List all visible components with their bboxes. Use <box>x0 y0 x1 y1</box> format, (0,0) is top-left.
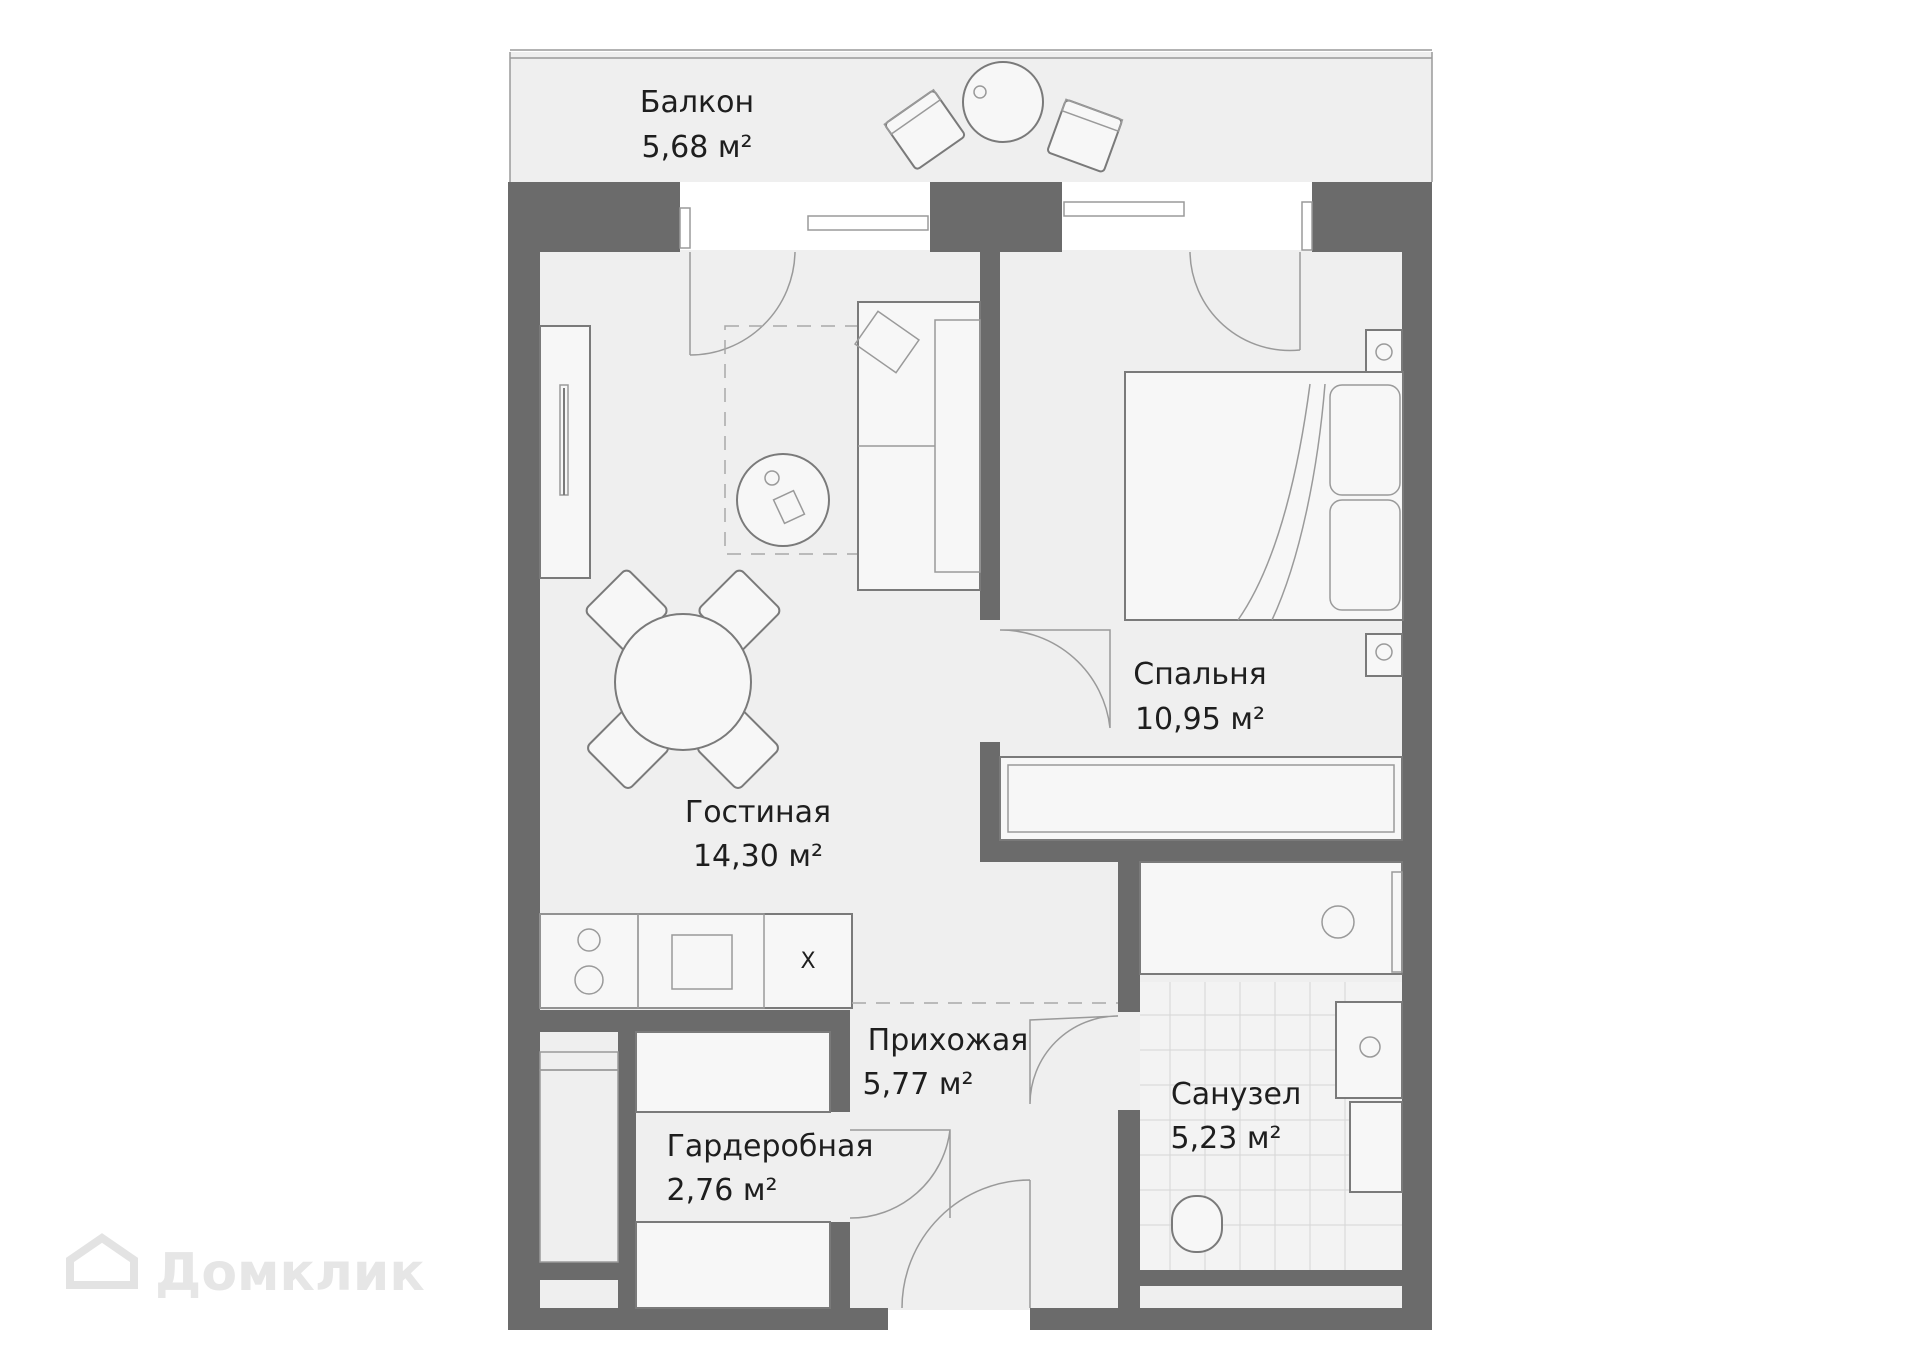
kitchen-counter <box>539 913 853 1009</box>
wardrobe-shelves <box>539 1031 831 1309</box>
house-logo-icon <box>66 1233 138 1289</box>
room-area-hallway: 5,77 м² <box>863 1067 974 1102</box>
room-name-bedroom: Спальня <box>1133 657 1266 692</box>
bedroom-closet <box>999 756 1403 841</box>
tv-stand <box>539 325 591 579</box>
room-area-wardrobe: 2,76 м² <box>667 1173 778 1208</box>
room-area-bedroom: 10,95 м² <box>1135 702 1265 737</box>
room-area-living: 14,30 м² <box>693 839 823 874</box>
room-name-hallway: Прихожая <box>868 1023 1029 1058</box>
windows <box>679 201 1313 251</box>
room-name-bathroom: Санузел <box>1171 1077 1301 1112</box>
room-area-bathroom: 5,23 м² <box>1171 1121 1282 1156</box>
living-furniture <box>724 301 981 591</box>
watermark: Домклик <box>66 1233 425 1303</box>
doors <box>689 251 1301 1309</box>
bedroom-furniture <box>1124 329 1404 677</box>
room-name-wardrobe: Гардеробная <box>667 1129 874 1164</box>
room-name-living: Гостиная <box>685 795 831 830</box>
watermark-text: Домклик <box>155 1243 425 1303</box>
room-labels: Балкон 5,68 м² Гостиная 14,30 м² Спальня… <box>640 85 1301 1208</box>
exterior-walls <box>508 182 1432 1330</box>
room-name-balcony: Балкон <box>640 85 754 120</box>
room-area-balcony: 5,68 м² <box>642 130 753 165</box>
kitchen-mark: X <box>800 949 815 974</box>
balcony-railing <box>509 49 1433 182</box>
interior-walls <box>540 252 1402 1308</box>
dining-set <box>585 569 781 789</box>
balcony-furniture <box>883 61 1124 173</box>
bathroom-fixtures <box>1139 861 1403 1270</box>
